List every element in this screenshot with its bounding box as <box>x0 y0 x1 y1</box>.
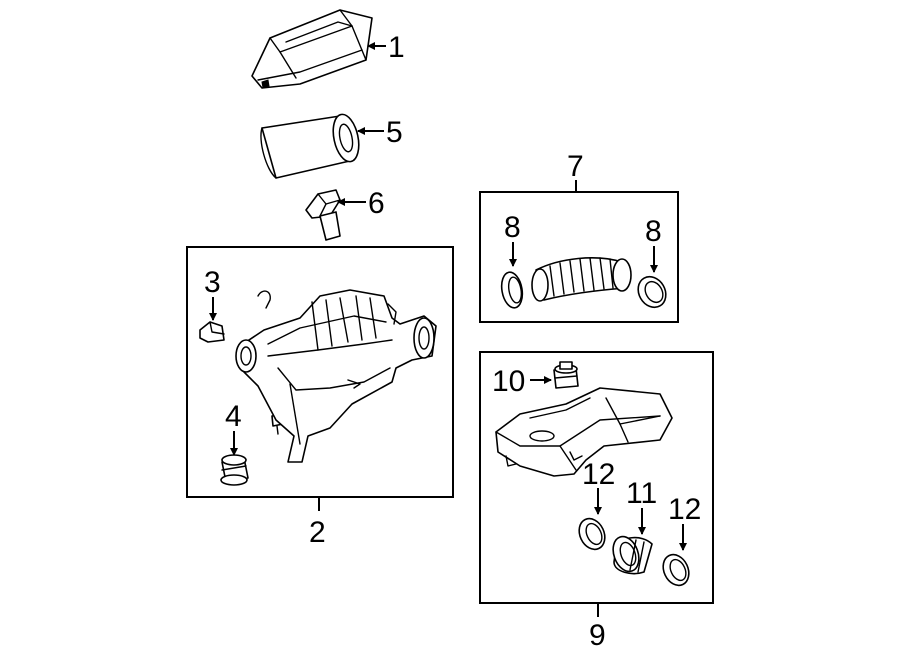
callout-7: 7 <box>567 150 584 183</box>
callout-4: 4 <box>225 400 242 433</box>
callout-8a: 8 <box>504 211 521 244</box>
grommet-part <box>220 454 249 486</box>
callout-12a: 12 <box>582 458 615 491</box>
clip-part <box>199 321 225 343</box>
air-filter-element-part <box>260 113 360 179</box>
callout-1: 1 <box>388 31 405 64</box>
hose-clamp-right-part <box>637 275 667 309</box>
callout-5: 5 <box>386 116 403 149</box>
group-7-frame <box>479 191 679 323</box>
clamp-12-right-part <box>662 553 690 587</box>
group-9-frame <box>479 351 714 604</box>
clamp-12-left-part <box>578 517 606 551</box>
hook-clip-part <box>257 290 271 309</box>
callout-12b: 12 <box>668 493 701 526</box>
air-cleaner-cover-part <box>251 9 373 89</box>
airflow-sensor-part <box>305 189 341 241</box>
callout-8b: 8 <box>645 215 662 248</box>
callout-11: 11 <box>626 477 657 510</box>
callout-3: 3 <box>204 266 221 299</box>
air-cleaner-housing-part <box>235 289 437 463</box>
callout-10: 10 <box>492 365 525 398</box>
hose-clamp-left-part <box>500 271 524 309</box>
intake-hose-part <box>531 257 632 302</box>
callout-9: 9 <box>589 619 606 652</box>
coupling-hose-part <box>612 535 653 575</box>
intake-resonator-part <box>495 387 673 477</box>
callout-2: 2 <box>309 516 326 549</box>
callout-6: 6 <box>368 187 385 220</box>
grommet-10-part <box>553 361 579 389</box>
